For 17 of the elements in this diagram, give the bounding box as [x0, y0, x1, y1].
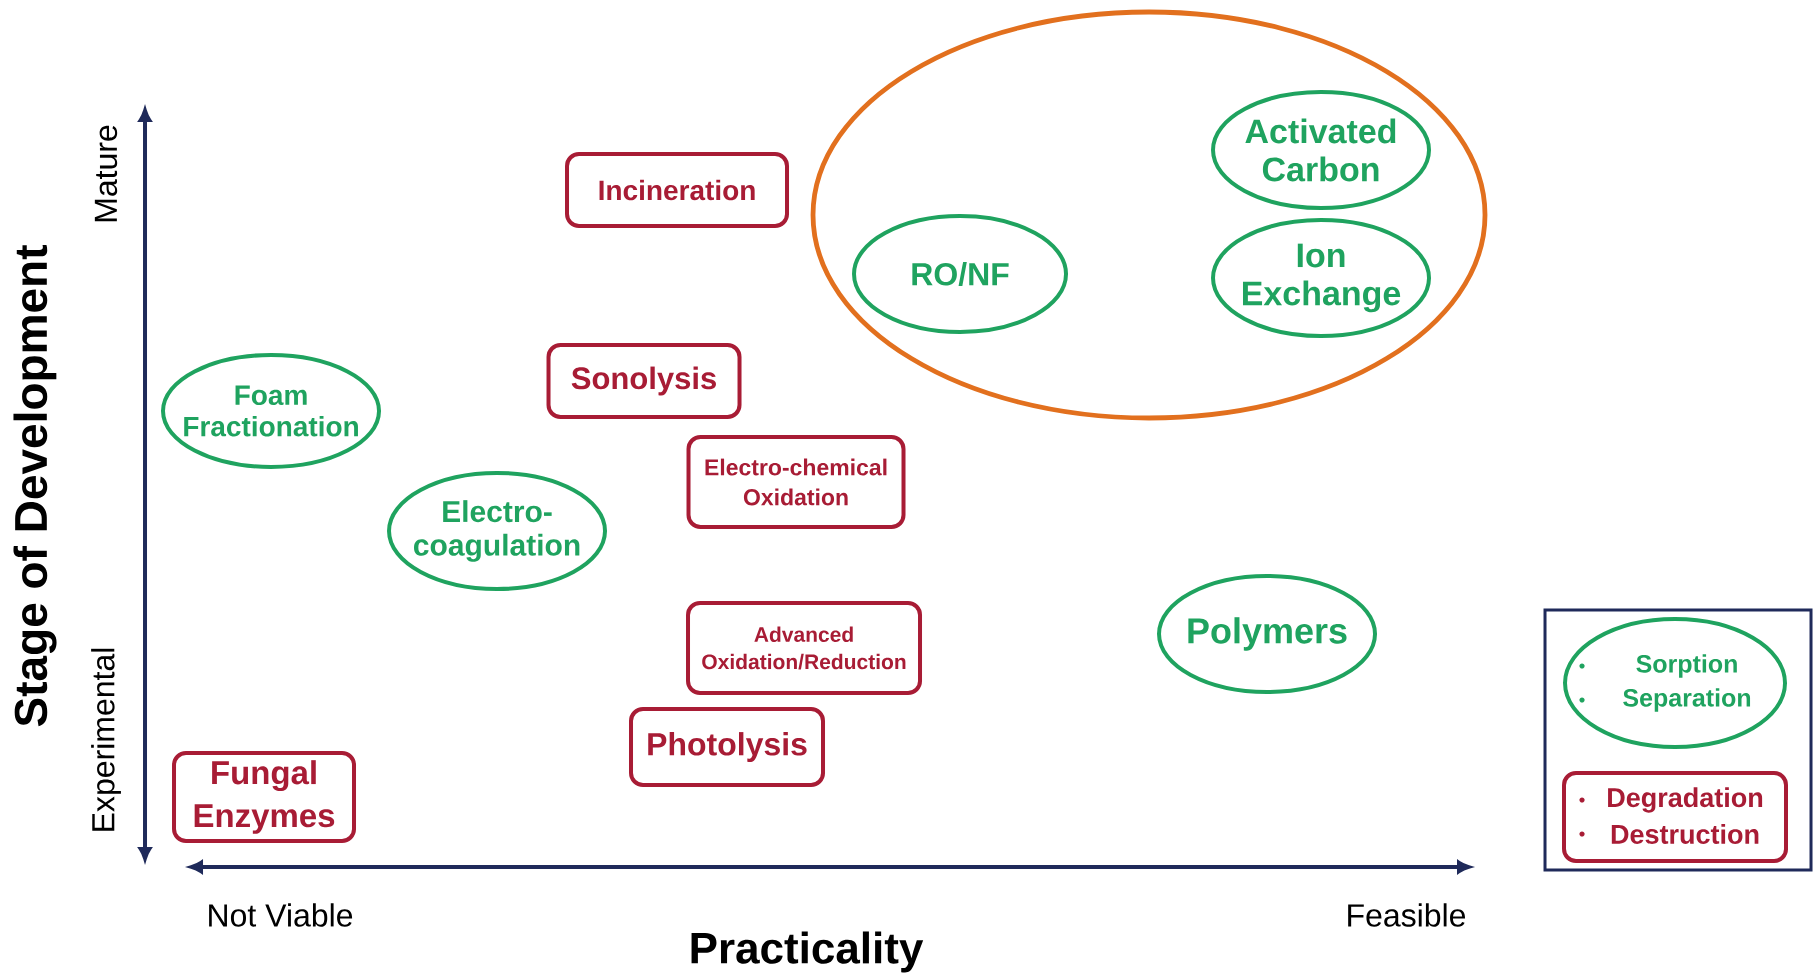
- degradation-box: Incineration: [565, 152, 789, 228]
- axis-title: Stage of Development: [13, 245, 57, 727]
- axis-end-label: Experimental: [91, 648, 121, 831]
- degradation-box: Electro-chemical Oxidation: [686, 435, 906, 529]
- axis-title: Practicality: [691, 931, 924, 973]
- legend-text: Separation: [1623, 688, 1751, 712]
- legend-text: Degradation: [1608, 787, 1763, 813]
- legend-text: Destruction: [1611, 824, 1759, 844]
- degradation-box: Advanced Oxidation/Reduction: [686, 601, 922, 695]
- axis-end-label: Mature: [94, 125, 118, 222]
- degradation-box: Sonolysis: [546, 343, 742, 419]
- legend-text: Sorption: [1636, 654, 1737, 678]
- grouping-ellipse: [810, 9, 1488, 421]
- axis-end-label: Not Viable: [209, 903, 353, 927]
- degradation-box: Photolysis: [629, 707, 825, 787]
- degradation-box: Fungal Enzymes: [172, 751, 356, 843]
- axis-end-label: Feasible: [1348, 903, 1466, 927]
